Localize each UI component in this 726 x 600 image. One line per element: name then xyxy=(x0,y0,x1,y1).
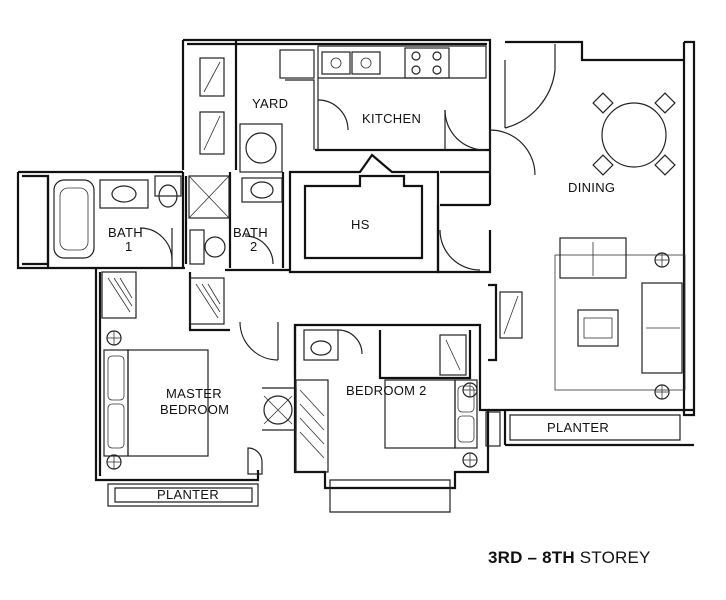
room-labels: YARD KITCHEN DINING HS BATH 1 BATH 2 MAS… xyxy=(108,96,615,502)
label-kitchen: KITCHEN xyxy=(362,111,421,126)
master-bed xyxy=(103,321,329,475)
kitchen-counters xyxy=(279,45,536,271)
label-yard: YARD xyxy=(252,96,288,111)
label-master-bedroom-line2: BEDROOM xyxy=(160,402,229,417)
label-bath1: BATH xyxy=(108,225,143,240)
outer-walls xyxy=(16,38,696,513)
label-bath2-number: 2 xyxy=(250,239,258,254)
label-bath2: BATH xyxy=(233,225,268,240)
label-hs: HS xyxy=(351,217,370,232)
dining-table xyxy=(592,92,676,176)
label-bath1-number: 1 xyxy=(125,239,133,254)
storey-range: 3RD – 8TH xyxy=(488,548,575,567)
yard-windows xyxy=(199,57,283,173)
entrance-doors xyxy=(504,44,556,129)
label-planter-left: PLANTER xyxy=(157,487,219,502)
label-dining: DINING xyxy=(568,180,615,195)
bath2-fixtures xyxy=(189,177,283,265)
living-furniture xyxy=(499,237,686,400)
storey-caption: 3RD – 8TH STOREY xyxy=(488,548,651,568)
label-master-bedroom-line1: MASTER xyxy=(166,386,222,401)
label-bedroom2: BEDROOM 2 xyxy=(346,383,427,398)
label-planter-right: PLANTER xyxy=(547,420,609,435)
storey-word: STOREY xyxy=(574,548,651,567)
bedroom2-fixtures xyxy=(303,329,501,468)
bath1-fixtures xyxy=(53,175,230,268)
master-wardrobe xyxy=(101,271,225,325)
